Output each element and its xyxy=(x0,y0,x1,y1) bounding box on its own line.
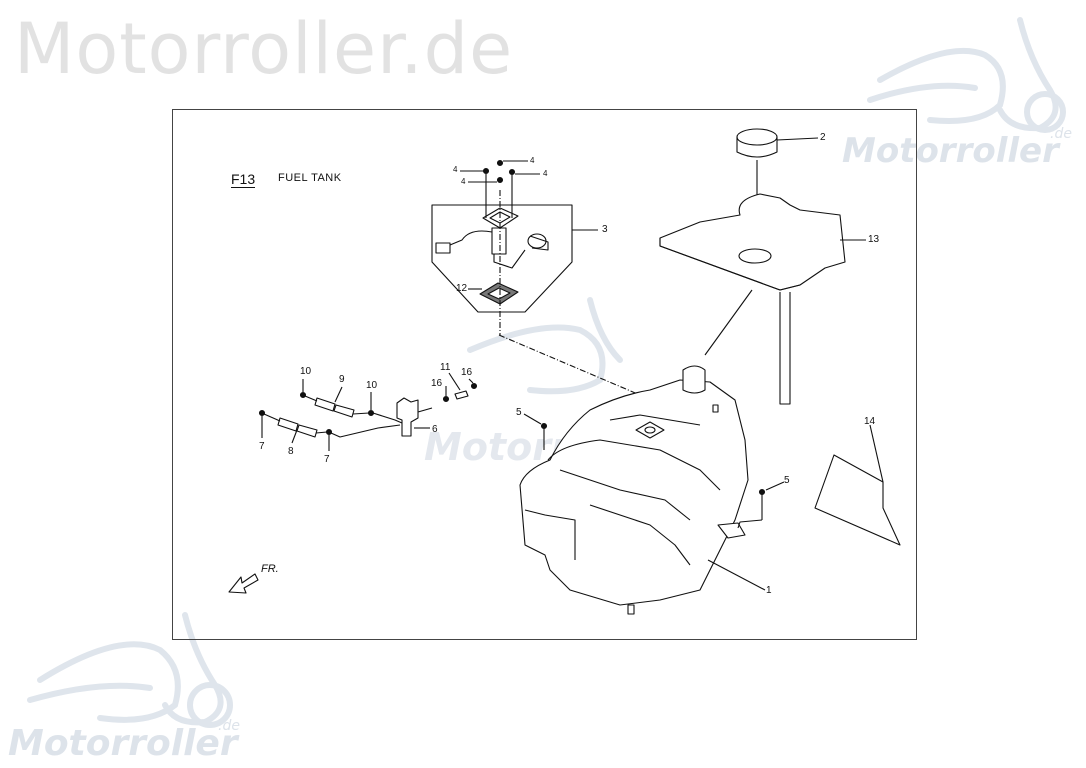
callout-12: 12 xyxy=(456,283,468,294)
callout-9: 9 xyxy=(339,374,345,385)
section-code: F13 xyxy=(231,171,256,188)
callout-13: 13 xyxy=(868,234,880,245)
diagram-frame xyxy=(172,109,917,640)
watermark-logo-bottom-left: Motorroller xyxy=(8,723,238,764)
watermark-logo-top-right: Motorroller xyxy=(842,131,1059,171)
front-direction-label: FR. xyxy=(261,563,279,575)
callout-10: 10 xyxy=(300,366,312,377)
callout-7: 7 xyxy=(324,454,330,465)
callout-1: 1 xyxy=(766,585,772,596)
callout-16: 16 xyxy=(461,367,473,378)
callout-4: 4 xyxy=(530,156,535,165)
callout-10: 10 xyxy=(366,380,378,391)
watermark-logo-bottom-left-suffix: .de xyxy=(218,718,240,734)
callout-11: 11 xyxy=(440,362,451,373)
section-title: FUEL TANK xyxy=(278,172,342,184)
callout-14: 14 xyxy=(864,416,876,427)
callout-7: 7 xyxy=(259,441,265,452)
callout-4: 4 xyxy=(453,165,458,174)
callout-6: 6 xyxy=(432,424,438,435)
callout-16: 16 xyxy=(431,378,443,389)
callout-4: 4 xyxy=(461,177,466,186)
callout-8: 8 xyxy=(288,446,294,457)
watermark-logo-top-right-suffix: .de xyxy=(1050,126,1072,142)
callout-4: 4 xyxy=(543,169,548,178)
callout-5: 5 xyxy=(784,475,790,486)
callout-3: 3 xyxy=(602,224,608,235)
callout-5: 5 xyxy=(516,407,522,418)
watermark-title: Motorroller.de xyxy=(14,8,514,90)
callout-2: 2 xyxy=(820,132,826,143)
